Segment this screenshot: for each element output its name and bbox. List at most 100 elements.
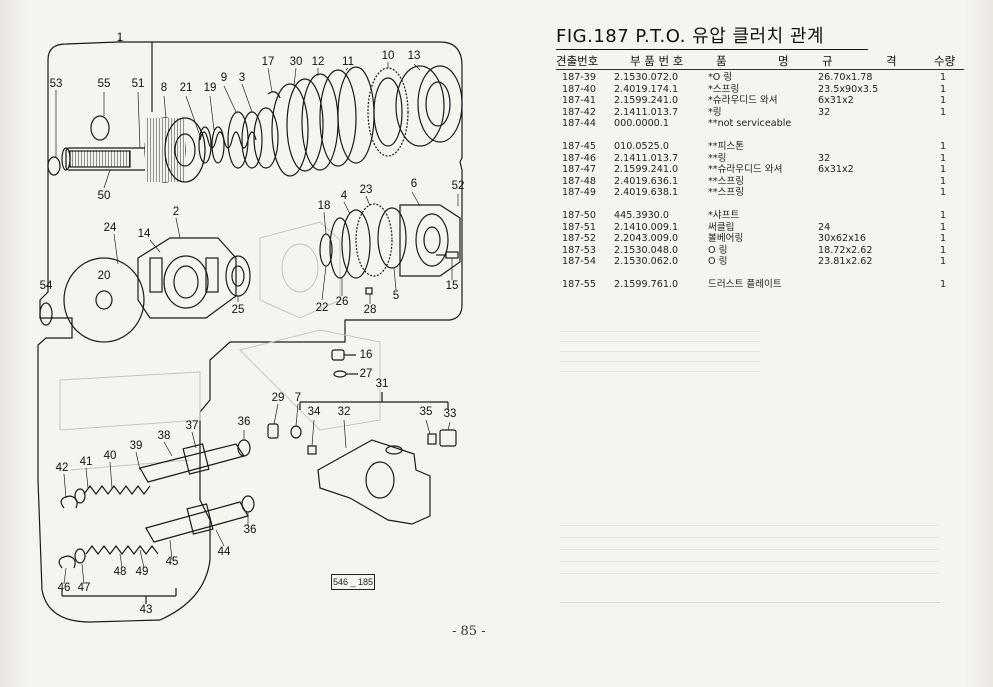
callout-36: 36 [237, 416, 251, 428]
header-qty: 수량 [934, 54, 956, 68]
parts-cell-qty: 1 [940, 175, 947, 187]
parts-cell-qty: 1 [940, 244, 947, 256]
callout-23: 23 [359, 184, 373, 196]
parts-cell-qty: 1 [940, 187, 947, 199]
callout-4: 4 [340, 190, 348, 202]
parts-cell-spec: 6x31x2 [818, 164, 854, 176]
callout-50: 50 [97, 190, 111, 202]
callout-29: 29 [271, 392, 285, 404]
parts-cell-part-number: 2.1530.072.0 [614, 72, 679, 83]
parts-row: 187-48 2.4019.636.1 **스프링 1 [556, 176, 964, 188]
parts-cell-index: 187-39 [562, 72, 596, 83]
callout-41: 41 [79, 456, 93, 468]
parts-cell-index: 187-55 [562, 278, 596, 290]
callout-51: 51 [131, 78, 145, 90]
page-number: - 85 - [452, 624, 486, 639]
header-part-number: 부 품 번 호 [630, 54, 684, 68]
parts-cell-qty: 1 [940, 83, 947, 95]
parts-cell-part-number: 000.0000.1 [614, 118, 669, 130]
parts-cell-qty: 1 [940, 209, 947, 221]
callout-9: 9 [220, 72, 228, 84]
parts-cell-spec: 30x62x16 [818, 233, 866, 245]
callout-6: 6 [410, 178, 418, 190]
callout-19: 19 [203, 82, 217, 94]
parts-cell-index: 187-44 [562, 118, 596, 130]
callout-36: 36 [243, 524, 257, 536]
parts-row: 187-46 2.1411.013.7 **링 32 1 [556, 153, 964, 165]
parts-cell-name: 써클립 [708, 221, 735, 233]
diagram-drawing [37, 38, 463, 623]
parts-cell-name: *샤프트 [708, 209, 740, 221]
parts-cell-spec: 18.72x2.62 [818, 244, 873, 256]
callout-3: 3 [238, 72, 246, 84]
parts-cell-name: *스프링 [708, 83, 740, 95]
parts-cell-name: *O 링 [708, 72, 733, 83]
parts-cell-qty: 1 [940, 106, 947, 118]
parts-cell-spec: 32 [818, 152, 831, 164]
parts-cell-part-number: 2.1530.062.0 [614, 256, 679, 268]
parts-cell-index: 187-52 [562, 233, 596, 245]
leader-lines [55, 62, 459, 585]
parts-cell-name: **스프링 [708, 175, 745, 187]
parts-cell-qty: 1 [940, 152, 947, 164]
parts-cell-name: O 링 [708, 244, 728, 256]
callout-31: 31 [375, 378, 389, 390]
parts-cell-part-number: 2.2043.009.0 [614, 233, 679, 245]
callout-12: 12 [311, 56, 325, 68]
callout-7: 7 [294, 392, 302, 404]
callout-55: 55 [97, 78, 111, 90]
parts-cell-index: 187-48 [562, 175, 596, 187]
parts-cell-part-number: 2.1410.009.1 [614, 221, 679, 233]
callout-46: 46 [57, 582, 71, 594]
parts-cell-index: 187-51 [562, 221, 596, 233]
callout-8: 8 [160, 82, 168, 94]
parts-cell-qty: 1 [940, 221, 947, 233]
parts-cell-qty: 1 [940, 278, 947, 290]
callout-34: 34 [307, 406, 321, 418]
callout-42: 42 [55, 462, 69, 474]
callout-1: 1 [116, 32, 124, 44]
callout-39: 39 [129, 440, 143, 452]
parts-cell-index: 187-50 [562, 209, 596, 221]
parts-cell-name: *슈라우디드 와셔 [708, 95, 778, 107]
figure-title: FIG.187 P.T.O. 유압 클러치 관계 [556, 26, 868, 50]
parts-cell-part-number: 2.1411.013.7 [614, 106, 679, 118]
callout-54: 54 [39, 280, 53, 292]
figure-reference-code: 546 _ 185 [331, 574, 375, 590]
callout-30: 30 [289, 56, 303, 68]
parts-cell-part-number: 2.1599.761.0 [614, 278, 679, 290]
parts-cell-part-number: 2.4019.636.1 [614, 175, 679, 187]
parts-cell-qty: 1 [940, 164, 947, 176]
parts-cell-qty: 1 [940, 256, 947, 268]
callout-53: 53 [49, 78, 63, 90]
parts-cell-index: 187-46 [562, 152, 596, 164]
callout-10: 10 [381, 50, 395, 62]
callout-2: 2 [172, 206, 180, 218]
parts-cell-qty: 1 [940, 140, 947, 152]
parts-cell-qty: 1 [940, 233, 947, 245]
parts-table-header: 견출번호 부 품 번 호 품 명 규 격 수량 [556, 53, 964, 70]
parts-cell-name: **스프링 [708, 187, 745, 199]
parts-cell-spec: 24 [818, 221, 831, 233]
header-name-right: 명 [778, 54, 789, 68]
parts-cell-part-number: 2.1599.241.0 [614, 164, 679, 176]
parts-cell-qty: 1 [940, 95, 947, 107]
parts-cell-part-number: 2.1411.013.7 [614, 152, 679, 164]
parts-cell-spec: 32 [818, 106, 831, 118]
callout-27: 27 [359, 368, 373, 380]
callout-15: 15 [445, 280, 459, 292]
parts-cell-name: **링 [708, 152, 727, 164]
parts-cell-name: **not serviceable [708, 118, 792, 130]
parts-cell-part-number: 2.4019.174.1 [614, 83, 679, 95]
parts-cell-index: 187-40 [562, 83, 596, 95]
parts-cell-spec: 23.81x2.62 [818, 256, 873, 268]
parts-cell-index: 187-41 [562, 95, 596, 107]
parts-cell-part-number: 2.4019.638.1 [614, 187, 679, 199]
